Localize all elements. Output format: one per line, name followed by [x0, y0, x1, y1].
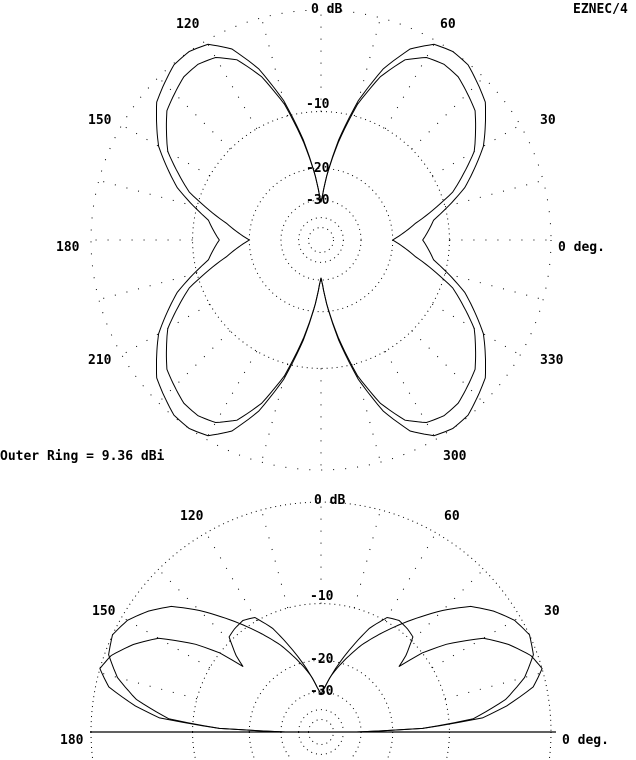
spoke-165: [98, 179, 198, 208]
spoke-165: [98, 671, 198, 700]
spoke-135: [158, 77, 231, 150]
az-ring-label-10: -10: [306, 97, 330, 112]
el-angle-label-30: 30: [544, 604, 560, 619]
ring-below--50db: [308, 731, 334, 745]
el-ring-label-10: -10: [310, 589, 334, 604]
pattern-trace-2: [165, 56, 477, 424]
spoke-135: [158, 569, 231, 642]
spoke-210: [121, 303, 211, 356]
spoke-60: [384, 532, 437, 622]
el-angle-label-180: 180: [60, 733, 84, 748]
az-angle-label-30: 30: [540, 113, 556, 128]
spoke-150: [121, 124, 211, 177]
elevation-plot: [90, 501, 556, 759]
el-ring-label-30: -30: [310, 684, 334, 699]
spoke-120: [205, 532, 258, 622]
ring-below--10db: [192, 731, 450, 759]
ring--40db: [298, 709, 344, 733]
az-angle-label-300: 300: [443, 449, 467, 464]
el-ring-label-20: -20: [310, 652, 334, 667]
ring--50db: [308, 719, 334, 733]
spoke-345: [444, 272, 544, 301]
spoke-45: [411, 77, 484, 150]
az-ring-label-30: -30: [306, 193, 330, 208]
ring--50db: [308, 227, 334, 253]
spoke-105: [260, 17, 289, 117]
spoke-15: [444, 671, 544, 700]
pattern-trace-1: [99, 616, 543, 733]
spoke-330: [431, 303, 521, 356]
az-angle-label-60: 60: [440, 17, 456, 32]
az-angle-label-210: 210: [88, 353, 112, 368]
spoke-45: [411, 569, 484, 642]
el-angle-label-0: 0 deg.: [562, 733, 609, 748]
azimuth-plot: [90, 9, 552, 471]
pattern-trace-1: [156, 43, 486, 437]
spoke-240: [205, 350, 258, 440]
spoke-105: [260, 509, 289, 609]
spoke-60: [384, 40, 437, 130]
az-angle-label-330: 330: [540, 353, 564, 368]
ring-below--40db: [298, 731, 344, 755]
spoke-150: [121, 616, 211, 669]
el-angle-label-60: 60: [444, 509, 460, 524]
ring--30db: [280, 199, 362, 281]
el-angle-label-120: 120: [180, 509, 204, 524]
spoke-255: [260, 363, 289, 463]
spoke-195: [98, 272, 198, 301]
spoke-30: [431, 124, 521, 177]
az-angle-label-0: 0 deg.: [558, 240, 605, 255]
pattern-trace-2: [108, 605, 534, 733]
az-angle-label-180: 180: [56, 240, 80, 255]
ring-below-0db: [90, 731, 552, 759]
el-ring-label-0: 0 dB: [314, 493, 345, 508]
az-angle-label-120: 120: [176, 17, 200, 32]
ring-below--20db: [248, 731, 394, 759]
ring--10db: [192, 111, 450, 369]
spoke-30: [431, 616, 521, 669]
ring-0db: [90, 501, 552, 733]
spoke-75: [353, 509, 382, 609]
spoke-15: [444, 179, 544, 208]
ring--40db: [298, 217, 344, 263]
az-ring-label-0: 0 dB: [311, 2, 342, 17]
spoke-225: [158, 330, 231, 403]
ring-0db: [90, 9, 552, 471]
ring--10db: [192, 603, 450, 733]
ring--20db: [248, 167, 394, 313]
outer-ring-note: Outer Ring = 9.36 dBi: [0, 449, 165, 464]
el-angle-label-150: 150: [92, 604, 116, 619]
spoke-75: [353, 17, 382, 117]
az-ring-label-20: -20: [306, 161, 330, 176]
spoke-285: [353, 363, 382, 463]
spoke-300: [384, 350, 437, 440]
program-label: EZNEC/4: [573, 2, 628, 17]
spoke-120: [205, 40, 258, 130]
az-angle-label-150: 150: [88, 113, 112, 128]
spoke-315: [411, 330, 484, 403]
ring-below--30db: [280, 731, 362, 759]
